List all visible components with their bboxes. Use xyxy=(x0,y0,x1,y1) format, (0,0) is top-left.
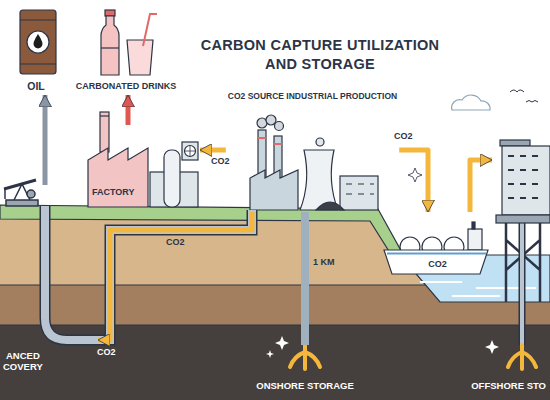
industrial-plant xyxy=(250,170,298,210)
tanker-ship xyxy=(472,222,475,229)
node-label: CO2 SOURCE INDUSTRIAL PRODUCTION xyxy=(228,92,397,102)
node-label: CARBONATED DRINKS xyxy=(76,81,176,91)
drink-bottle-and-glass xyxy=(143,14,157,46)
oil-recovery: ANCED COVERY xyxy=(3,185,98,375)
co2-label: CO2 xyxy=(97,348,116,358)
drink-bottle-and-glass xyxy=(101,16,119,75)
oil-barrel xyxy=(20,20,56,64)
sparkles xyxy=(275,336,289,350)
flow-arrow xyxy=(470,160,492,212)
flow-arrow xyxy=(399,150,428,212)
industrial-plant xyxy=(316,202,344,210)
factory-building xyxy=(182,142,198,160)
flow-arrow xyxy=(98,212,252,340)
offshore-storage: OFFSHORE STO xyxy=(492,120,548,395)
oil-well-pipe xyxy=(45,206,93,340)
offshore-platform xyxy=(508,345,536,369)
factory-building xyxy=(88,112,198,207)
injection-pipe xyxy=(301,212,309,345)
pump-jack xyxy=(4,188,6,199)
factory-building xyxy=(164,150,180,207)
node-label: ONSHORE STORAGE xyxy=(256,381,353,392)
industrial-plant xyxy=(316,138,324,146)
offshore-platform xyxy=(520,223,524,345)
offshore-platform xyxy=(508,156,538,198)
flow-arrow xyxy=(43,95,48,185)
pump-jack xyxy=(27,190,35,198)
oil-barrel xyxy=(20,10,56,74)
factory-building xyxy=(100,115,109,116)
drink-bottle-and-glass xyxy=(127,40,153,75)
tanker-ship xyxy=(387,253,486,255)
tanker-ship xyxy=(468,229,482,250)
factory-building xyxy=(185,146,195,156)
flow-label: CO2 xyxy=(166,238,185,248)
industrial-plant xyxy=(346,184,374,194)
factory-building xyxy=(185,146,196,157)
cloud xyxy=(510,90,538,102)
sparkles xyxy=(408,168,422,182)
sparkles xyxy=(485,340,499,354)
sparkles xyxy=(266,168,499,358)
industrial-plant xyxy=(258,138,282,144)
onshore-injection-fork xyxy=(290,345,320,369)
node-label: OFFSHORE STO xyxy=(471,381,546,392)
drink-bottle-and-glass xyxy=(101,10,157,75)
co2-pipeline xyxy=(93,210,252,340)
node-label: FACTORY xyxy=(92,187,135,197)
factory-node: FACTORY xyxy=(85,125,200,207)
industrial-plant xyxy=(300,150,338,210)
drink-bottle-and-glass xyxy=(105,10,115,16)
industrial-plant xyxy=(340,176,378,210)
flow-arrow xyxy=(126,95,131,125)
oil-well-pipe xyxy=(45,206,93,340)
factory-building xyxy=(100,112,109,152)
oil-well-pipe xyxy=(45,206,93,340)
co2-pipeline xyxy=(93,210,252,340)
co2-source-plant: CO2 SOURCE INDUSTRIAL PRODUCTION xyxy=(226,90,399,212)
oil-barrel xyxy=(20,10,56,74)
offshore-platform xyxy=(496,215,550,223)
co2-pipeline xyxy=(93,210,252,340)
depth-label: 1 KM xyxy=(313,258,335,268)
flow-label: CO2 xyxy=(394,132,413,142)
offshore-platform xyxy=(496,140,550,369)
oil-barrel xyxy=(34,34,43,48)
industrial-plant xyxy=(250,115,378,210)
offshore-platform xyxy=(500,140,530,146)
drinks-product: CARBONATED DRINKS xyxy=(66,5,186,95)
node-label: CO2 xyxy=(428,259,447,269)
cloud xyxy=(452,90,538,110)
cloud xyxy=(452,95,490,110)
co2-ship: CO2 xyxy=(385,212,490,278)
oil-product: OIL xyxy=(10,5,62,95)
node-label: OIL xyxy=(27,80,45,92)
factory-building xyxy=(88,148,148,207)
pump-jack xyxy=(4,180,36,189)
offshore-platform xyxy=(519,223,526,345)
ground-layers xyxy=(0,215,550,400)
tanker-ship xyxy=(384,250,488,274)
pump-jack xyxy=(6,200,38,206)
node-label: ANCED COVERY xyxy=(3,351,43,373)
flow-arrow xyxy=(200,148,226,153)
tanker-ship xyxy=(384,222,488,274)
onshore-injection-fork xyxy=(290,345,320,369)
flow-label: CO2 xyxy=(211,157,230,167)
sparkles xyxy=(266,350,274,358)
onshore-storage: ONSHORE STORAGE xyxy=(250,345,360,395)
pump-jack xyxy=(4,180,38,206)
oil-barrel xyxy=(27,31,49,53)
drink-bottle-and-glass xyxy=(101,47,119,48)
industrial-plant xyxy=(275,122,284,131)
diagram-title: CARBON CAPTURE UTILIZATION AND STORAGE xyxy=(195,36,445,74)
industrial-plant xyxy=(266,115,276,125)
offshore-platform xyxy=(502,146,550,215)
